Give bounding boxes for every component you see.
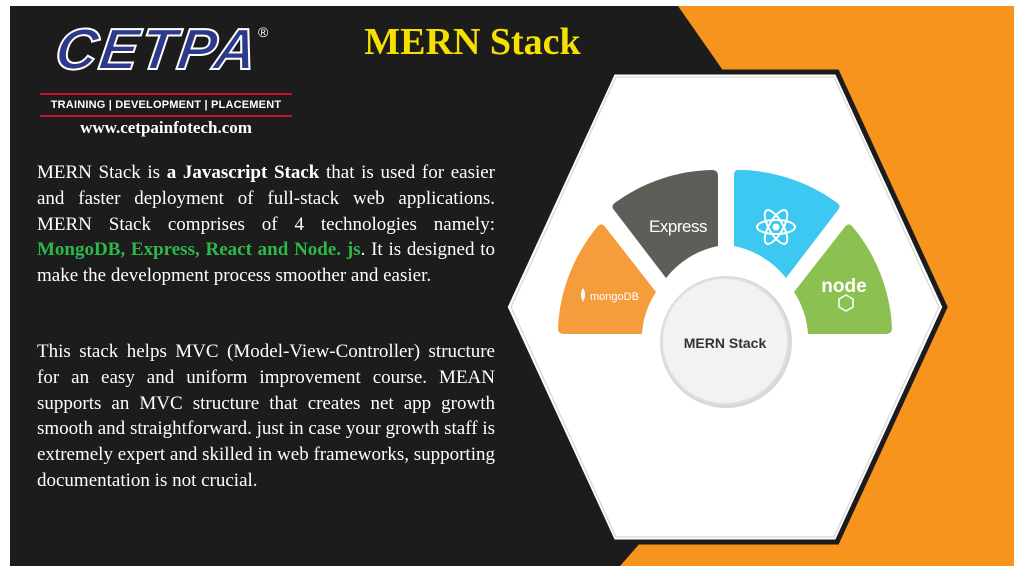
- intro-text-2: that is used for easier and faster deplo…: [37, 162, 496, 235]
- mongodb-label-group: mongoDB: [581, 288, 639, 303]
- hexagon-inner-border: [510, 76, 940, 538]
- center-circle: [661, 277, 789, 405]
- registered-mark: ®: [258, 24, 269, 40]
- logo-divider-bottom: [40, 115, 292, 117]
- mongodb-label: mongoDB: [590, 291, 639, 303]
- express-segment: [612, 170, 718, 278]
- slide-title: MERN Stack: [364, 21, 581, 63]
- technologies-list: MongoDB, Express, React and Node. js: [37, 239, 361, 261]
- intro-text-1: MERN Stack is: [37, 162, 167, 183]
- logo-divider-top: [40, 93, 292, 95]
- orange-diagonal-band: [620, 6, 1014, 566]
- node-segment: [794, 224, 892, 334]
- intro-text-3: . It is designed to make the development…: [37, 239, 495, 287]
- slide: CETPA ® TRAINING | DEVELOPMENT | PLACEME…: [10, 6, 1014, 566]
- mvc-paragraph: This stack helps MVC (Model-View-Control…: [37, 341, 495, 491]
- cetpa-logo: CETPA ® TRAINING | DEVELOPMENT | PLACEME…: [36, 16, 296, 138]
- mongodb-segment: [558, 224, 656, 334]
- nodejs-icon: node: [821, 276, 867, 312]
- logo-url: www.cetpainfotech.com: [80, 118, 252, 137]
- logo-wordmark: CETPA: [51, 16, 264, 83]
- express-label-group: Express: [649, 217, 707, 236]
- center-label: MERN Stack: [684, 335, 767, 351]
- mern-diagram: MERN Stack Express mongoDB node: [502, 69, 948, 545]
- node-label: node: [821, 276, 866, 297]
- intro-bold-text: a Javascript Stack: [166, 162, 320, 183]
- logo-tagline: TRAINING | DEVELOPMENT | PLACEMENT: [50, 99, 282, 111]
- mongodb-leaf-icon: [581, 288, 585, 302]
- intro-paragraph: MERN Stack is a Javascript Stack that is…: [37, 160, 495, 289]
- express-label: Express: [649, 217, 707, 236]
